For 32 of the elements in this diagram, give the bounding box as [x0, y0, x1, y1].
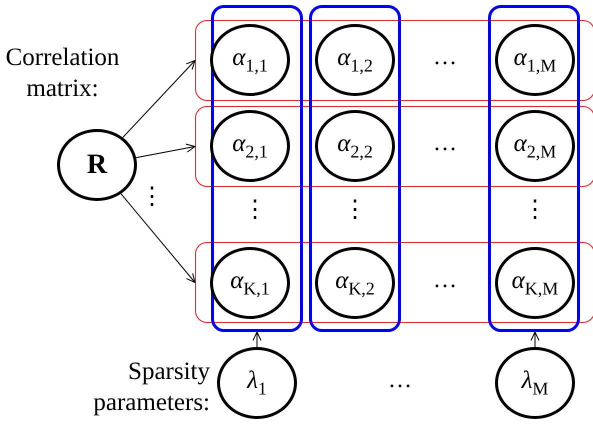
node-label: α$_{2,1}$	[232, 130, 268, 162]
text-label: ⋮	[522, 196, 548, 225]
arrow	[530, 332, 540, 348]
column-group-box	[309, 5, 401, 332]
node-label: R	[86, 149, 108, 181]
variable-node	[315, 247, 395, 319]
arrow	[122, 60, 196, 138]
column-group-box	[488, 5, 580, 332]
text-label: Correlation matrix:	[4, 43, 120, 104]
node-label: λ$_{1}$	[247, 366, 267, 400]
node-label: α$_{K,M}$	[512, 266, 558, 300]
node-label: λ$_{M}$	[522, 366, 548, 400]
node-label: α$_{K,1}$	[230, 266, 270, 300]
node-label: α$_{1,M}$	[514, 44, 556, 76]
text-label: ⋮	[140, 183, 160, 212]
node-label: α$_{K,2}$	[335, 266, 375, 300]
node-label: α$_{1,1}$	[232, 44, 268, 76]
text-label: …	[432, 266, 458, 295]
text-label: ⋮	[342, 196, 368, 225]
text-label: …	[432, 129, 458, 158]
arrow	[120, 193, 196, 283]
text-label: …	[387, 366, 413, 395]
text-label: ⋮	[242, 196, 268, 225]
variable-node	[315, 24, 395, 96]
text-label: …	[432, 43, 458, 72]
arrow	[252, 332, 262, 348]
node-label: α$_{2,M}$	[514, 130, 556, 162]
node-label: α$_{1,2}$	[337, 44, 373, 76]
node-label: α$_{2,2}$	[337, 130, 373, 162]
arrow	[136, 144, 196, 158]
text-label: Sparsity parameters:	[92, 357, 210, 418]
variable-node	[315, 110, 395, 182]
